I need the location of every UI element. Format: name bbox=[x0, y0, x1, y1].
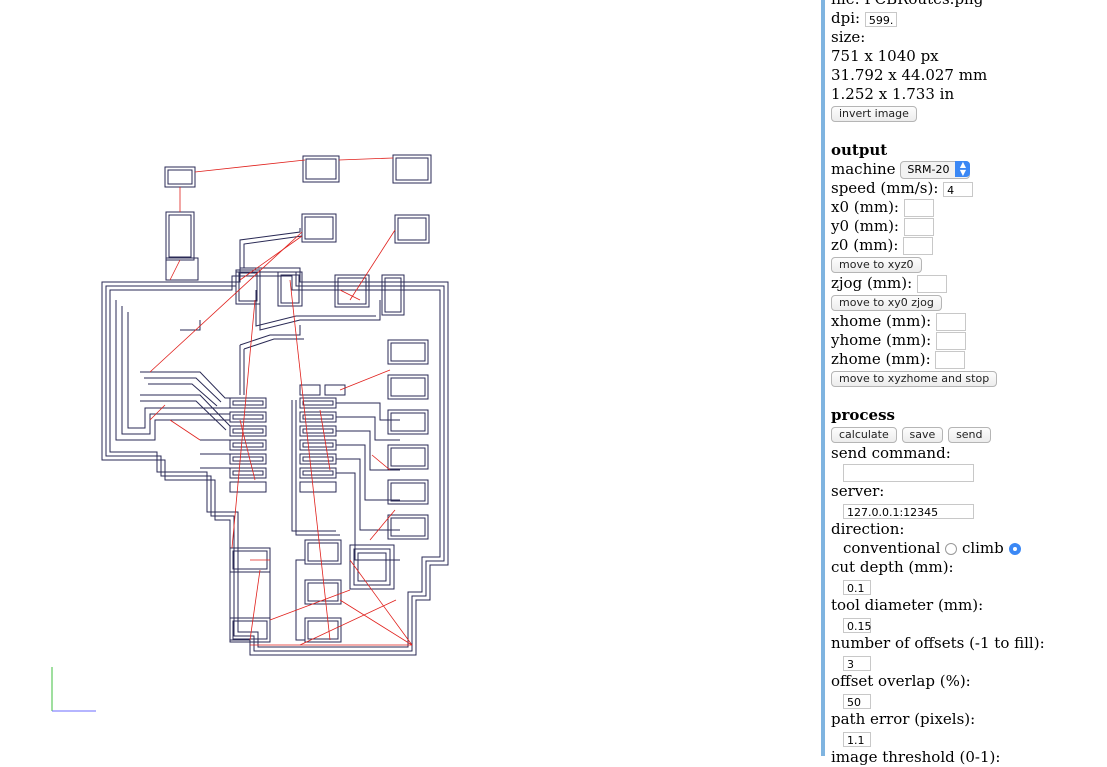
server-label: server: bbox=[831, 482, 885, 500]
climb-radio[interactable] bbox=[1008, 543, 1021, 555]
toolpath-drawing bbox=[51, 154, 449, 712]
panel-divider bbox=[821, 0, 825, 756]
size-px: 751 x 1040 px bbox=[831, 47, 939, 65]
y0-input[interactable] bbox=[903, 218, 934, 236]
offsets-input[interactable]: 3 bbox=[843, 655, 871, 671]
server-input[interactable]: 127.0.0.1:12345 bbox=[843, 503, 974, 519]
size-in: 1.252 x 1.733 in bbox=[831, 85, 955, 103]
ic-left-pins bbox=[229, 397, 267, 493]
dpi-input[interactable]: 599. bbox=[864, 11, 898, 27]
x0-label: x0 (mm): bbox=[831, 198, 899, 216]
z0-label: z0 (mm): bbox=[831, 236, 899, 254]
calculate-button[interactable]: calculate bbox=[831, 427, 897, 443]
z0-input[interactable] bbox=[903, 237, 934, 255]
invert-image-button[interactable]: invert image bbox=[831, 106, 917, 122]
zjog-label: zjog (mm): bbox=[831, 274, 913, 292]
conventional-label: conventional bbox=[843, 539, 941, 557]
send-command-label: send command: bbox=[831, 444, 951, 462]
size-label: size: bbox=[831, 28, 866, 46]
y0-label: y0 (mm): bbox=[831, 217, 899, 235]
move-to-xyzhome-button[interactable]: move to xyzhome and stop bbox=[831, 371, 998, 387]
zhome-input[interactable] bbox=[935, 351, 966, 369]
zjog-input[interactable] bbox=[916, 275, 947, 293]
move-to-xyz0-button[interactable]: move to xyz0 bbox=[831, 257, 922, 273]
settings-panel: file: PCBRoutes.png dpi: 599. size: 751 … bbox=[831, 0, 1107, 767]
xhome-input[interactable] bbox=[936, 313, 967, 331]
speed-input[interactable]: 4 bbox=[943, 181, 974, 197]
move-to-xy0-zjog-button[interactable]: move to xy0 zjog bbox=[831, 295, 942, 311]
climb-label: climb bbox=[961, 539, 1004, 557]
speed-label: speed (mm/s): bbox=[831, 179, 939, 197]
overlap-input[interactable]: 50 bbox=[843, 693, 871, 709]
toolpath-canvas[interactable] bbox=[0, 0, 820, 756]
direction-label: direction: bbox=[831, 520, 905, 538]
path-error-label: path error (pixels): bbox=[831, 710, 976, 728]
send-button[interactable]: send bbox=[948, 427, 991, 443]
yhome-label: yhome (mm): bbox=[831, 331, 932, 349]
cut-depth-label: cut depth (mm): bbox=[831, 558, 954, 576]
path-error-input[interactable]: 1.1 bbox=[843, 731, 871, 747]
machine-select-value: SRM-20 bbox=[907, 163, 950, 176]
threshold-label: image threshold (0-1): bbox=[831, 748, 1001, 766]
file-name: file: PCBRoutes.png bbox=[831, 0, 1107, 9]
size-mm: 31.792 x 44.027 mm bbox=[831, 66, 988, 84]
machine-select[interactable]: SRM-20 ▲▼ bbox=[900, 161, 971, 179]
chevron-updown-icon: ▲▼ bbox=[955, 161, 971, 177]
board-outline bbox=[101, 267, 449, 656]
yhome-input[interactable] bbox=[936, 332, 967, 350]
tool-diameter-input[interactable]: 0.15 bbox=[843, 617, 872, 633]
dpi-label: dpi: bbox=[831, 9, 861, 27]
save-button[interactable]: save bbox=[901, 427, 944, 443]
zhome-label: zhome (mm): bbox=[831, 350, 931, 368]
conventional-radio[interactable] bbox=[945, 543, 958, 555]
overlap-label: offset overlap (%): bbox=[831, 672, 971, 690]
rapid-moves bbox=[149, 157, 413, 646]
send-command-input[interactable] bbox=[843, 464, 974, 482]
machine-label: machine bbox=[831, 160, 896, 178]
cut-depth-input[interactable]: 0.1 bbox=[843, 579, 871, 595]
tool-diameter-label: tool diameter (mm): bbox=[831, 596, 984, 614]
process-heading: process bbox=[831, 406, 895, 424]
ic-right-pins bbox=[299, 397, 337, 493]
top-pads bbox=[164, 154, 432, 400]
offsets-label: number of offsets (-1 to fill): bbox=[831, 634, 1045, 652]
output-heading: output bbox=[831, 141, 888, 159]
x0-input[interactable] bbox=[903, 199, 934, 217]
xhome-label: xhome (mm): bbox=[831, 312, 932, 330]
